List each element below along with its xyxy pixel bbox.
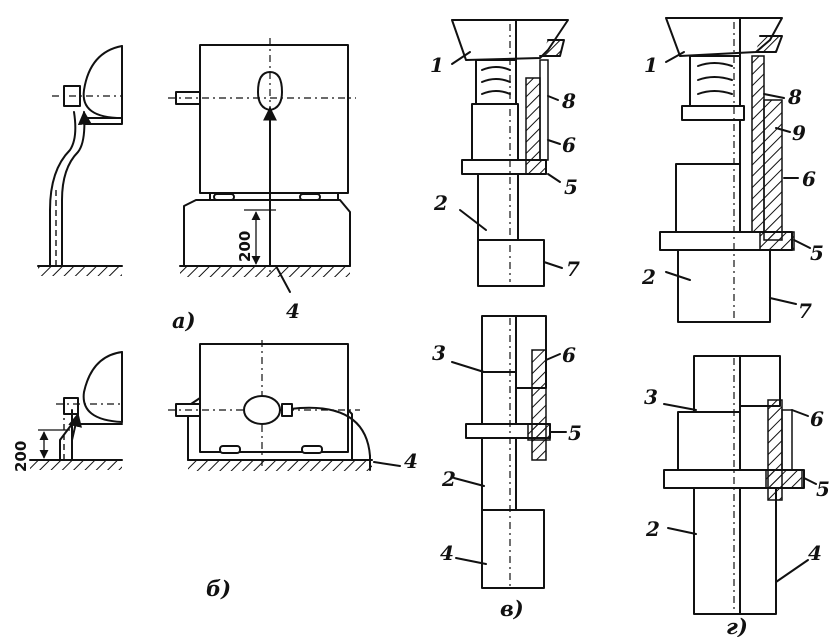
figure-v-lower: 3 6 5 2 4 в) <box>432 315 582 621</box>
figure-v-upper: 1 8 6 5 2 7 <box>430 19 580 287</box>
figure-b: 200 4 б) <box>12 340 418 601</box>
figure-a-side-view <box>37 45 123 276</box>
figure-g-lower: 3 6 5 2 4 г) <box>644 355 830 637</box>
figure-a: 200 4 а) <box>37 38 356 333</box>
figure-b-front-view: 4 <box>168 340 418 473</box>
label-g2-6: 6 <box>810 407 824 431</box>
label-v1-8: 8 <box>561 89 576 113</box>
label-g1-7: 7 <box>798 299 812 323</box>
label-v1-7: 7 <box>566 257 580 281</box>
label-g1-2: 2 <box>641 265 656 289</box>
label-v1-2: 2 <box>433 191 448 215</box>
label-v1-1: 1 <box>430 53 444 77</box>
label-g2-2: 2 <box>645 517 660 541</box>
label-a-4: 4 <box>286 299 300 323</box>
figure-a-front-view: 200 4 <box>168 38 356 323</box>
caption-b: б) <box>206 576 231 601</box>
label-g1-9: 9 <box>792 121 806 145</box>
label-v2-6: 6 <box>562 343 576 367</box>
label-g1-1: 1 <box>644 53 658 77</box>
label-v2-2: 2 <box>441 467 456 491</box>
dimension-b-200: 200 <box>12 441 30 472</box>
label-b-4: 4 <box>404 449 418 473</box>
label-v2-5: 5 <box>568 421 582 445</box>
caption-a: а) <box>172 308 196 333</box>
figure-b-side-view: 200 <box>12 351 123 472</box>
caption-v: в) <box>500 596 524 621</box>
label-g2-4: 4 <box>808 541 822 565</box>
label-v2-4: 4 <box>440 541 454 565</box>
label-g2-5: 5 <box>816 477 830 501</box>
label-g1-5: 5 <box>810 241 824 265</box>
figure-g-upper: 1 8 9 6 5 2 7 <box>641 17 824 323</box>
caption-g: г) <box>726 614 748 637</box>
label-v1-6: 6 <box>562 133 576 157</box>
label-v1-5: 5 <box>564 175 578 199</box>
label-g1-8: 8 <box>787 85 802 109</box>
label-v2-3: 3 <box>432 341 446 365</box>
dimension-a-200: 200 <box>236 231 254 262</box>
label-g1-6: 6 <box>802 167 816 191</box>
label-g2-3: 3 <box>644 385 658 409</box>
